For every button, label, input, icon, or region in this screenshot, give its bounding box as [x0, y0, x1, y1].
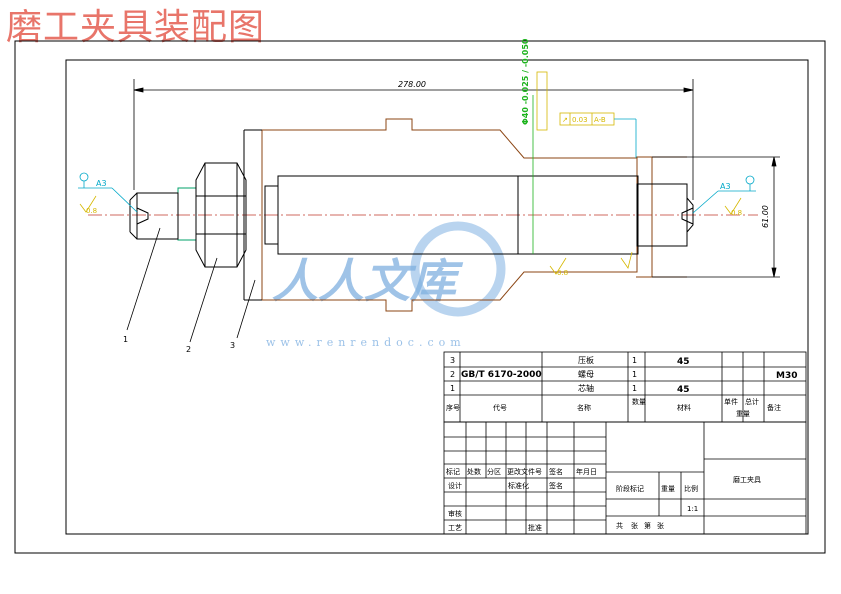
- tb-weight: 重量: [661, 485, 675, 493]
- leader-lines: [126, 227, 256, 343]
- tb-review: 审核: [448, 509, 462, 518]
- balloon-2: 2: [186, 345, 191, 354]
- overall-length-dim: [133, 79, 694, 200]
- fit-tolerance-box: [536, 71, 548, 131]
- balloon-3: 3: [230, 341, 235, 350]
- geom-tol-datum: A-B: [594, 116, 606, 124]
- tb-sheet-of: 张: [631, 521, 638, 530]
- tb-sign: 签名: [549, 481, 563, 490]
- inner-border: [65, 59, 809, 535]
- bom-header-name: 名称: [577, 403, 591, 412]
- datum-label-right: A3: [720, 182, 731, 191]
- bom-row1-material: 45: [677, 357, 690, 367]
- balloon-1: 1: [123, 335, 128, 344]
- bom-row1-name: 压板: [578, 355, 594, 365]
- tb-sheet-no: 第: [644, 521, 651, 530]
- roughness-mid: 0.8: [557, 269, 568, 277]
- height-dim: [652, 156, 780, 278]
- bom-row1-qty: 1: [632, 356, 637, 365]
- outer-border: [14, 40, 826, 554]
- rev-h-count: 处数: [467, 467, 481, 476]
- bom-header-code: 代号: [493, 403, 507, 412]
- part-1-mandrel: [129, 175, 694, 255]
- bom-row2-qty: 1: [632, 370, 637, 379]
- rev-h-sign: 签名: [549, 467, 563, 476]
- bom-row1-no: 3: [450, 356, 455, 365]
- tb-sheet-suffix: 张: [657, 521, 664, 530]
- datum-label-left: A3: [96, 179, 107, 188]
- bom-row3-name: 芯轴: [578, 383, 594, 393]
- watermark-text: 人人文库: [272, 254, 464, 308]
- bom-row2-code: GB/T 6170-2000: [461, 370, 542, 380]
- bom-row2-name: 螺母: [578, 369, 594, 379]
- tb-design: 设计: [448, 481, 462, 490]
- geom-tol-symbol: ↗: [562, 116, 568, 124]
- rev-h-zone: 分区: [487, 467, 501, 476]
- part-2-nut: [195, 162, 247, 268]
- roughness-right: 0.8: [731, 209, 742, 217]
- tb-sheet-total: 共: [616, 521, 623, 530]
- bom-row3-qty: 1: [632, 384, 637, 393]
- bom-row2-no: 2: [450, 370, 455, 379]
- bom-table: [443, 351, 807, 423]
- bom-header-no: 序号: [446, 403, 460, 412]
- fit-tolerance-text: Φ40 -0.025 / -0.050: [521, 38, 530, 125]
- bom-header-qty: 数量: [632, 397, 646, 406]
- watermark-url: www.renrendoc.com: [266, 336, 466, 349]
- bom-header-note: 备注: [767, 403, 781, 412]
- geom-tol-value: 0.03: [572, 116, 588, 124]
- datum-marker-left: [78, 172, 138, 213]
- watermark: 人人文库 www.renrendoc.com: [266, 221, 506, 349]
- bom-row2-note: M30: [776, 371, 797, 381]
- bom-header-total: 总计: [745, 397, 759, 406]
- tb-scale-value: 1:1: [687, 505, 698, 513]
- bom-header-unit: 单件: [724, 397, 738, 406]
- title-block: [443, 421, 807, 535]
- roughness-symbols: [79, 195, 742, 275]
- bom-row3-material: 45: [677, 385, 690, 395]
- tb-scale: 比例: [684, 484, 698, 493]
- tb-standardize: 标准化: [508, 481, 529, 490]
- roughness-left: 0.8: [86, 207, 97, 215]
- rev-h-doc: 更改文件号: [507, 467, 542, 476]
- rev-h-mark: 标记: [446, 467, 460, 476]
- bom-header-weight: 重量: [736, 410, 750, 418]
- datum-marker-right: [692, 175, 756, 214]
- height-dim-text: 61.00: [761, 205, 770, 228]
- tb-drawing-name: 磨工夹具: [733, 475, 761, 484]
- center-hole-left: [136, 207, 149, 225]
- tb-stage-mark: 阶段标记: [616, 484, 644, 493]
- center-hole-right: [681, 207, 694, 225]
- tb-approve: 批准: [528, 523, 542, 532]
- tb-process: 工艺: [448, 524, 462, 532]
- overall-length-text: 278.00: [398, 80, 426, 89]
- bom-row3-no: 1: [450, 384, 455, 393]
- geom-tolerance-frame: [559, 112, 637, 158]
- rev-h-date: 年月日: [576, 467, 597, 476]
- bom-header-material: 材料: [677, 403, 691, 412]
